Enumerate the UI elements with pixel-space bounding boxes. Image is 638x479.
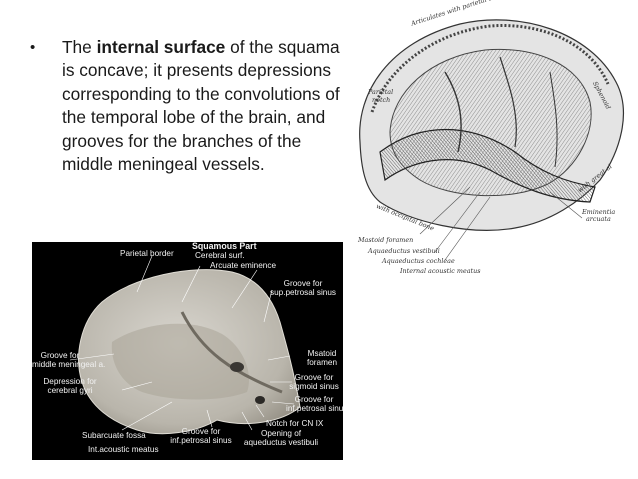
photo-label-sup-sinus-2: sup.petrosal sinus [270, 287, 336, 297]
bullet-text-bold: internal surface [96, 37, 226, 57]
bullet-point: • The internal surface of the squama is … [30, 36, 340, 176]
temporal-bone-photo: Squamous Part Cerebral surf. Parietal bo… [32, 242, 343, 460]
photo-label-squamous-part: Squamous Part [192, 242, 257, 251]
bullet-marker: • [30, 39, 36, 56]
photo-label-depression-2: cerebral gyri [47, 385, 93, 395]
photo-label-cerebral-surf: Cerebral surf. [195, 251, 245, 260]
photo-label-sigmoid-2: sigmoid sinus [289, 381, 339, 391]
photo-label-mastoid-1: Msatoid [307, 349, 337, 358]
photo-label-inf-petrosal-2: inf.petrosal sinus [286, 403, 343, 413]
photo-label-middle-men-1: Groove for [40, 351, 80, 360]
engraving-label-eminentia: Eminentia [582, 208, 616, 216]
photo-label-inf-petrosal-1: Groove for [294, 395, 334, 404]
engraving-label-parietal-notch: Parietal [368, 88, 394, 96]
photo-label-depression-1: Depression for [43, 377, 97, 386]
photo-specimen [69, 255, 301, 435]
photo-label-subarcuate: Subarcuate fossa [82, 431, 146, 440]
engraving-label-parietal-notch-2: notch [372, 96, 391, 104]
engraving-label-eminentia-2: arcuata [586, 215, 611, 223]
engraving-label-internal-meatus: Internal acoustic meatus [400, 267, 481, 275]
bullet-text-intro: The [62, 37, 97, 57]
photo-label-inf-sinus-2: inf.petrosal sinus [170, 435, 232, 445]
photo-label-sigmoid-1: Groove for [294, 373, 334, 382]
photo-label-middle-men-2: middle meningeal a. [32, 359, 106, 369]
photo-label-sup-sinus-1: Groove for [283, 279, 323, 288]
photo-label-parietal-border: Parietal border [120, 249, 174, 258]
engraving-label-aq-cochleae: Aquaeductus cochleae [382, 257, 455, 265]
engraving-drawing [359, 19, 624, 261]
photo-label-opening-1: Opening of [260, 429, 302, 438]
photo-label-opening-2: aqueductus vestibuli [243, 437, 319, 447]
engraving-label-mastoid: Mastoid foramen [358, 236, 414, 244]
bullet-text: The internal surface of the squama is co… [62, 36, 340, 176]
photo-label-notch-cn: Notch for CN IX [266, 419, 324, 428]
temporal-bone-engraving: Articulates with parietal bone Parietal … [350, 0, 636, 276]
photo-label-arcuate: Arcuate eminence [210, 261, 276, 270]
bullet-text-body: of the squama is concave; it presents de… [62, 37, 340, 175]
photo-label-int-meatus: Int.acoustic meatus [88, 445, 159, 454]
engraving-label-aq-vestibuli: Aquaeductus vestibuli [368, 247, 440, 255]
photo-label-inf-sinus-1: Groove for [181, 427, 221, 436]
photo-label-mastoid-2: foramen [306, 357, 338, 367]
